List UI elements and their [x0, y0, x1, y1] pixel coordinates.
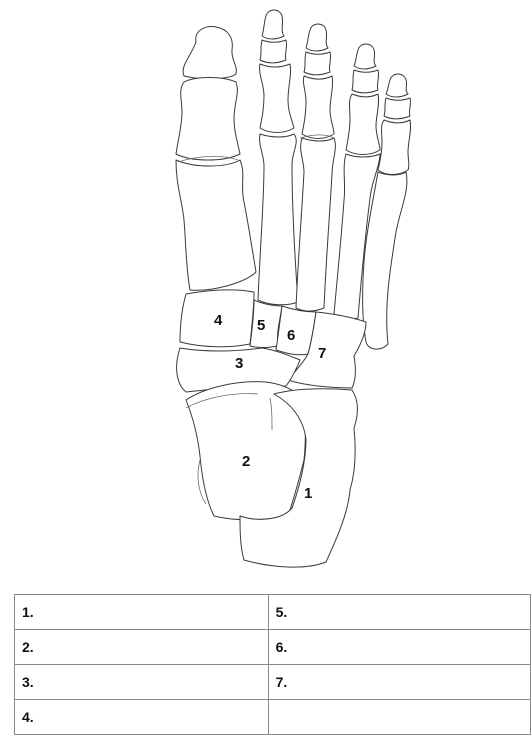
metatarsal-3: [296, 138, 335, 311]
answer-cell[interactable]: 5.: [268, 595, 530, 630]
label-4: 4: [214, 312, 223, 329]
toe2-middle-phalanx: [260, 40, 287, 63]
table-row: 3. 7.: [15, 665, 531, 700]
answer-cell[interactable]: 3.: [15, 665, 269, 700]
answer-cell[interactable]: 4.: [15, 700, 269, 735]
foot-bones-diagram: 1 2 3 4 5 6 7: [0, 0, 531, 590]
toe3-proximal-phalanx: [302, 76, 334, 139]
toe5-distal-phalanx: [386, 74, 408, 97]
answer-cell[interactable]: 7.: [268, 665, 530, 700]
answer-cell[interactable]: [268, 700, 530, 735]
toe5-middle-phalanx: [384, 98, 411, 119]
toe4-distal-phalanx: [354, 44, 376, 69]
answer-cell[interactable]: 1.: [15, 595, 269, 630]
toe4-proximal-phalanx: [346, 94, 380, 155]
answer-cell[interactable]: 6.: [268, 630, 530, 665]
label-5: 5: [257, 317, 265, 334]
toe3-middle-phalanx: [304, 52, 331, 75]
answer-cell[interactable]: 2.: [15, 630, 269, 665]
hallux-proximal-phalanx: [176, 78, 240, 161]
table-row: 1. 5.: [15, 595, 531, 630]
metatarsal-1: [176, 160, 256, 290]
label-7: 7: [318, 345, 326, 362]
answer-table: 1. 5. 2. 6. 3. 7. 4.: [14, 594, 531, 735]
label-6: 6: [287, 327, 295, 344]
label-3: 3: [235, 355, 243, 372]
label-1: 1: [304, 485, 312, 502]
table-row: 2. 6.: [15, 630, 531, 665]
toe4-middle-phalanx: [352, 70, 379, 93]
toe2-proximal-phalanx: [260, 64, 294, 133]
toe2-distal-phalanx: [262, 10, 284, 39]
metatarsal-2: [258, 134, 298, 305]
label-2: 2: [242, 453, 250, 470]
hallux-distal-phalanx: [183, 27, 236, 79]
toe5-proximal-phalanx: [378, 120, 411, 175]
toe3-distal-phalanx: [306, 24, 328, 51]
table-row: 4.: [15, 700, 531, 735]
